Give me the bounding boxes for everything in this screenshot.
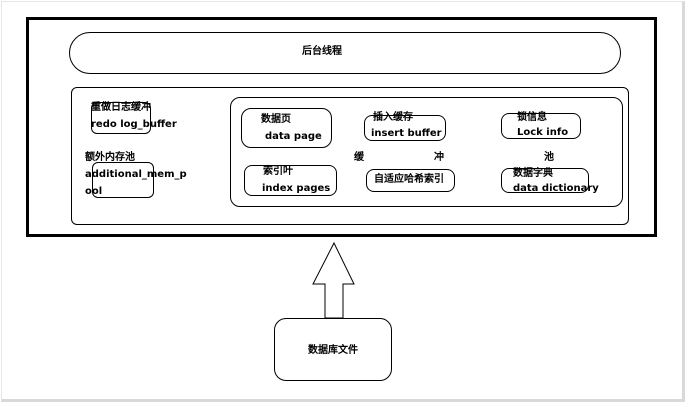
insert-buffer-cn: 插入缓存 bbox=[373, 112, 413, 123]
mem-pool-cn: 额外内存池 bbox=[85, 152, 135, 163]
index-pages-en: index pages bbox=[262, 183, 331, 194]
redo-log-buffer-cn: 重做日志缓冲 bbox=[91, 102, 151, 113]
data-page-en: data page bbox=[265, 131, 322, 142]
insert-buffer-box bbox=[364, 115, 446, 141]
adaptive-hash-cn: 自适应哈希索引 bbox=[374, 174, 444, 185]
insert-buffer-en: insert buffer bbox=[371, 128, 442, 139]
buffer-pool-title-char-3: 池 bbox=[544, 152, 554, 163]
data-page-box bbox=[241, 108, 332, 148]
database-file-label: 数据库文件 bbox=[308, 345, 358, 356]
index-pages-box bbox=[244, 165, 337, 196]
buffer-pool-title-char-2: 冲 bbox=[434, 152, 444, 163]
buffer-pool-title-char-1: 缓 bbox=[354, 152, 364, 163]
database-file-box bbox=[274, 318, 392, 381]
image-frame bbox=[1, 1, 685, 402]
mem-pool-en-line1: additional_mem_p bbox=[85, 169, 187, 180]
data-page-cn: 数据页 bbox=[261, 114, 291, 125]
redo-log-buffer-box bbox=[91, 102, 151, 134]
data-dictionary-cn: 数据字典 bbox=[513, 168, 553, 179]
adaptive-hash-box bbox=[366, 169, 455, 192]
mem-pool-en-line2: ool bbox=[85, 186, 103, 197]
background-thread-box bbox=[69, 32, 621, 74]
background-thread-label: 后台线程 bbox=[302, 46, 342, 57]
lock-info-cn: 锁信息 bbox=[517, 112, 547, 123]
redo-log-buffer-en: redo log_buffer bbox=[91, 119, 177, 130]
lock-info-en: Lock info bbox=[517, 127, 569, 138]
data-dictionary-box bbox=[501, 168, 589, 193]
data-dictionary-en: data dictionary bbox=[513, 183, 599, 194]
lock-info-box bbox=[501, 113, 581, 139]
mem-pool-box bbox=[92, 162, 154, 198]
index-pages-cn: 索引叶 bbox=[263, 166, 293, 177]
